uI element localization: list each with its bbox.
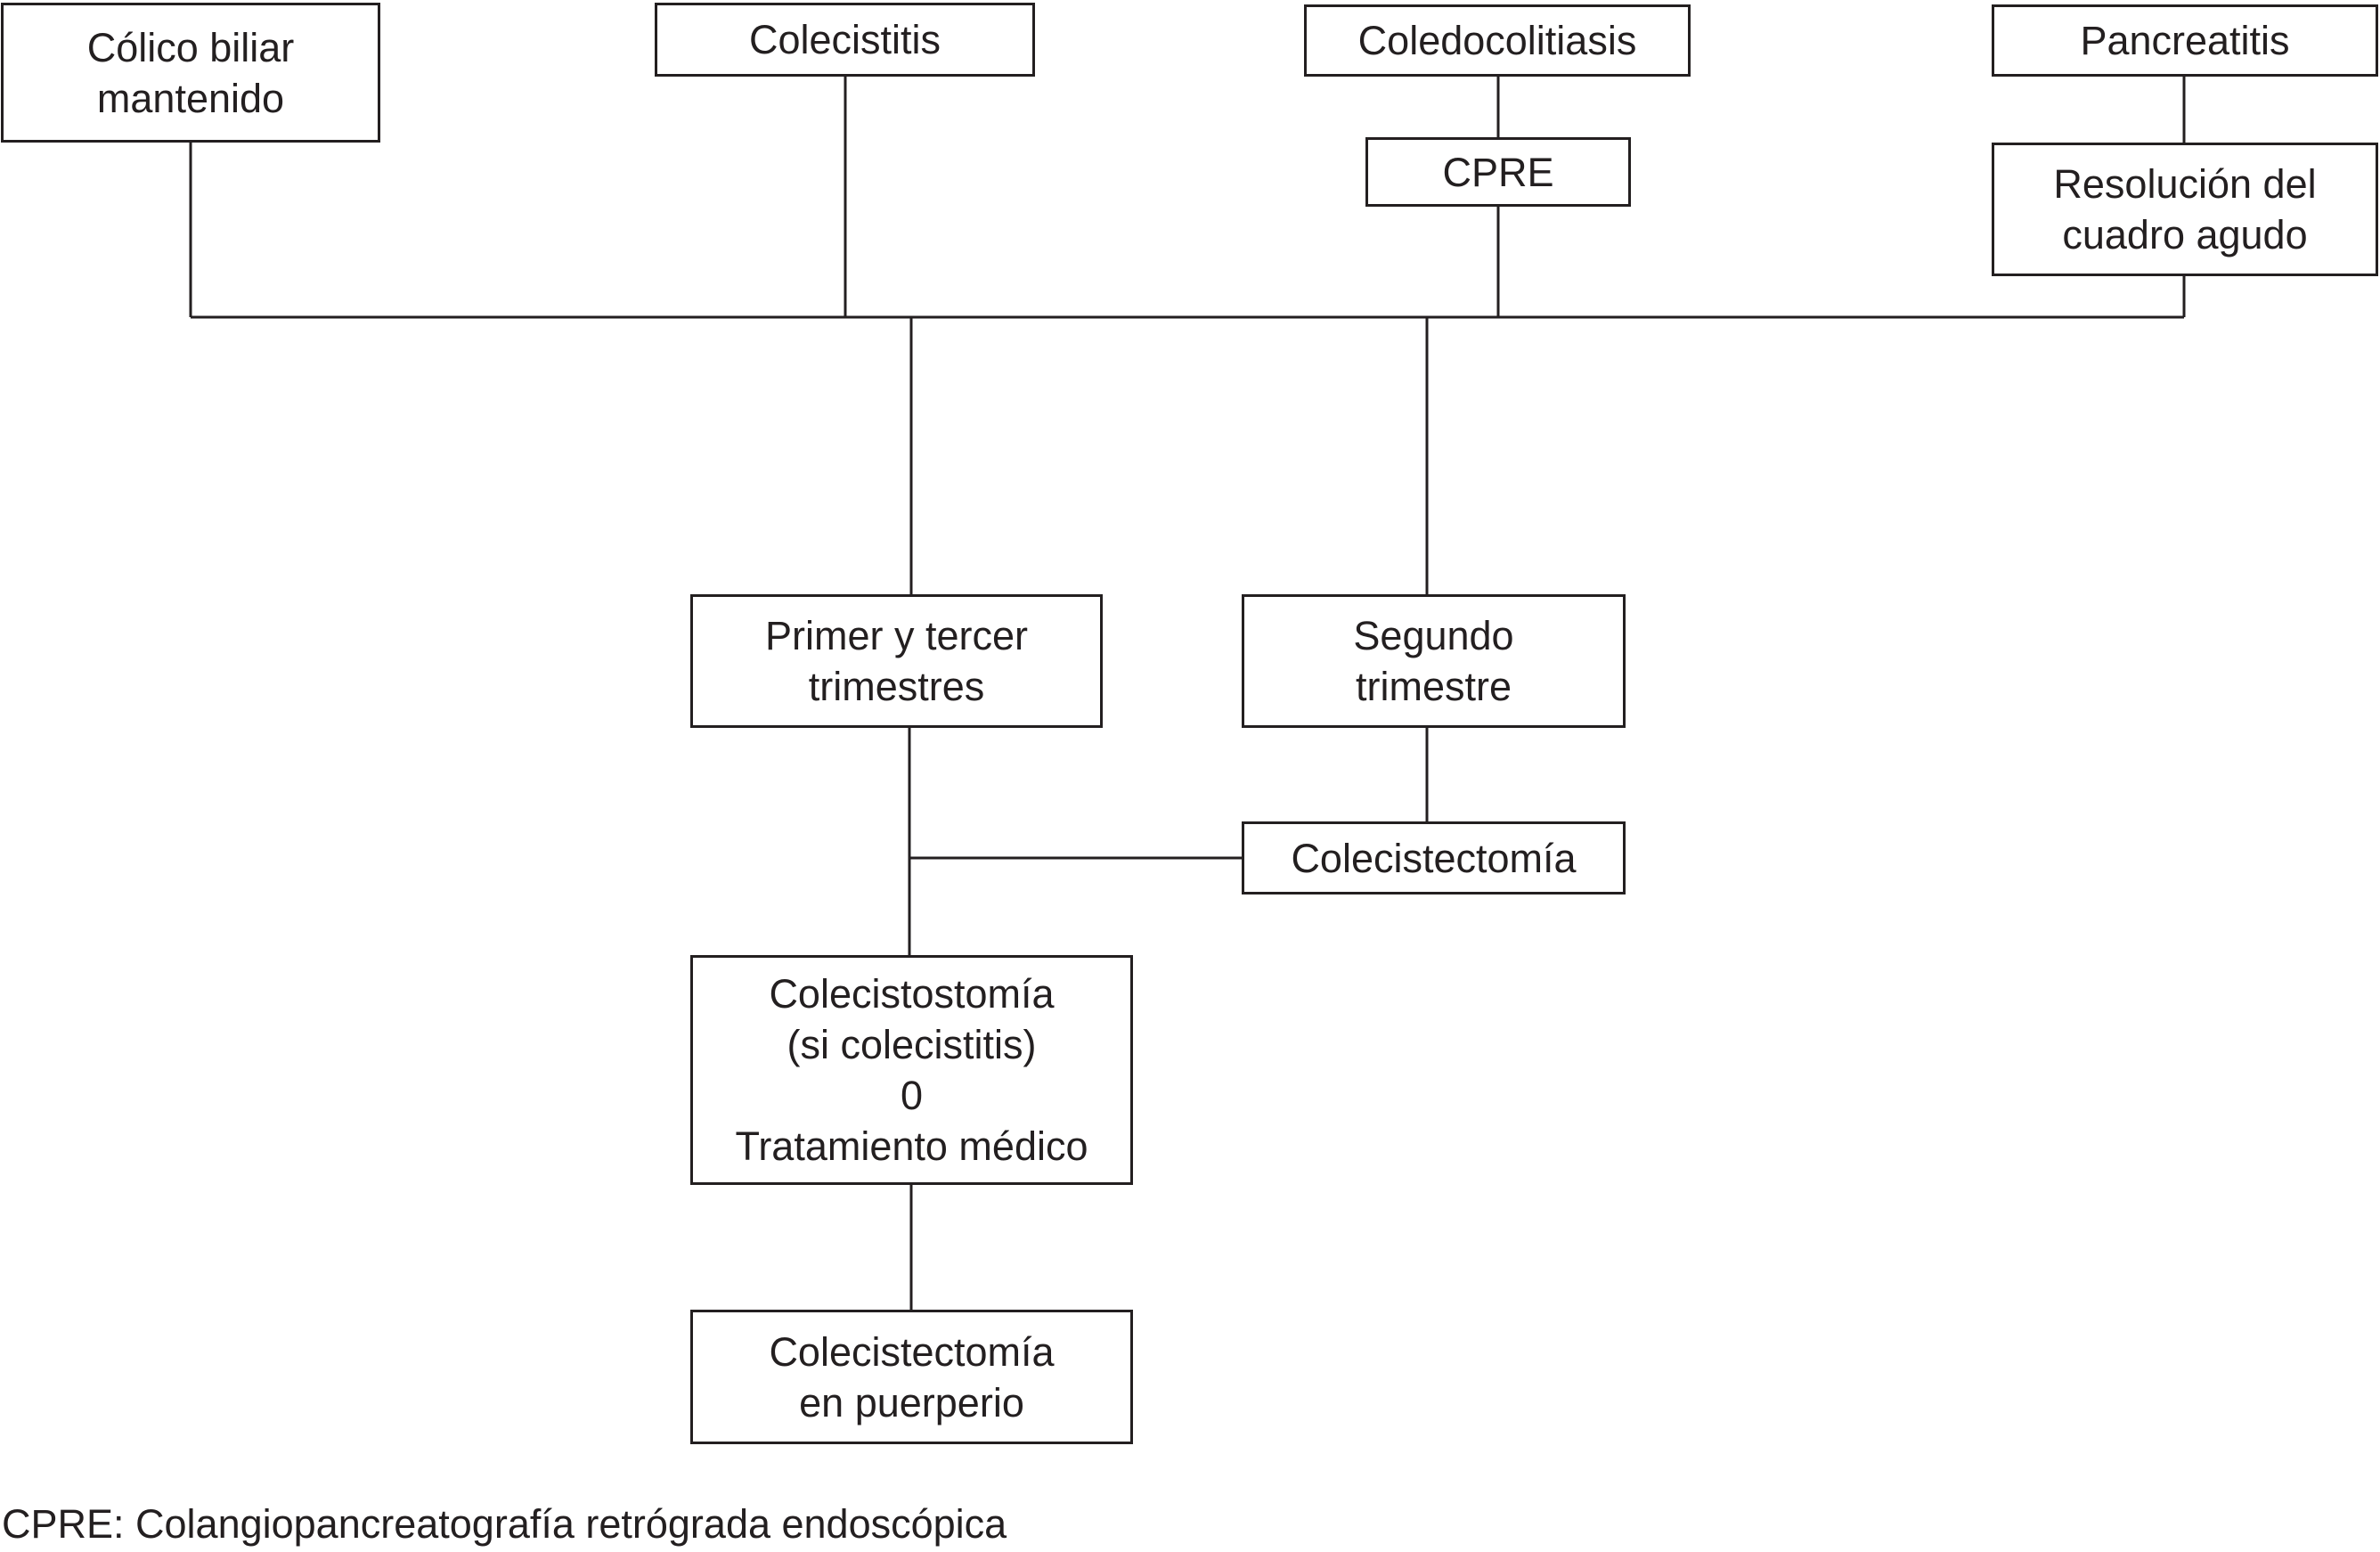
node-colecistectomia-puerperio: Colecistectomía en puerperio: [690, 1310, 1133, 1444]
node-resolucion-cuadro-agudo: Resolución del cuadro agudo: [1992, 143, 2378, 276]
node-pancreatitis: Pancreatitis: [1992, 4, 2378, 77]
node-primer-tercer-trimestres: Primer y tercer trimestres: [690, 594, 1103, 728]
node-segundo-trimestre: Segundo trimestre: [1242, 594, 1626, 728]
footnote-abbreviation: CPRE: Colangiopancreatografía retrógrada…: [2, 1501, 1007, 1547]
node-colecistostomia-tratamiento: Colecistostomía (si colecistitis) 0 Trat…: [690, 955, 1133, 1185]
node-colico-biliar: Cólico biliar mantenido: [1, 3, 380, 143]
node-cpre: CPRE: [1365, 137, 1631, 207]
node-colecistitis: Colecistitis: [655, 3, 1035, 77]
node-coledocolitiasis: Coledocolitiasis: [1304, 4, 1691, 77]
node-colecistectomia: Colecistectomía: [1242, 821, 1626, 894]
